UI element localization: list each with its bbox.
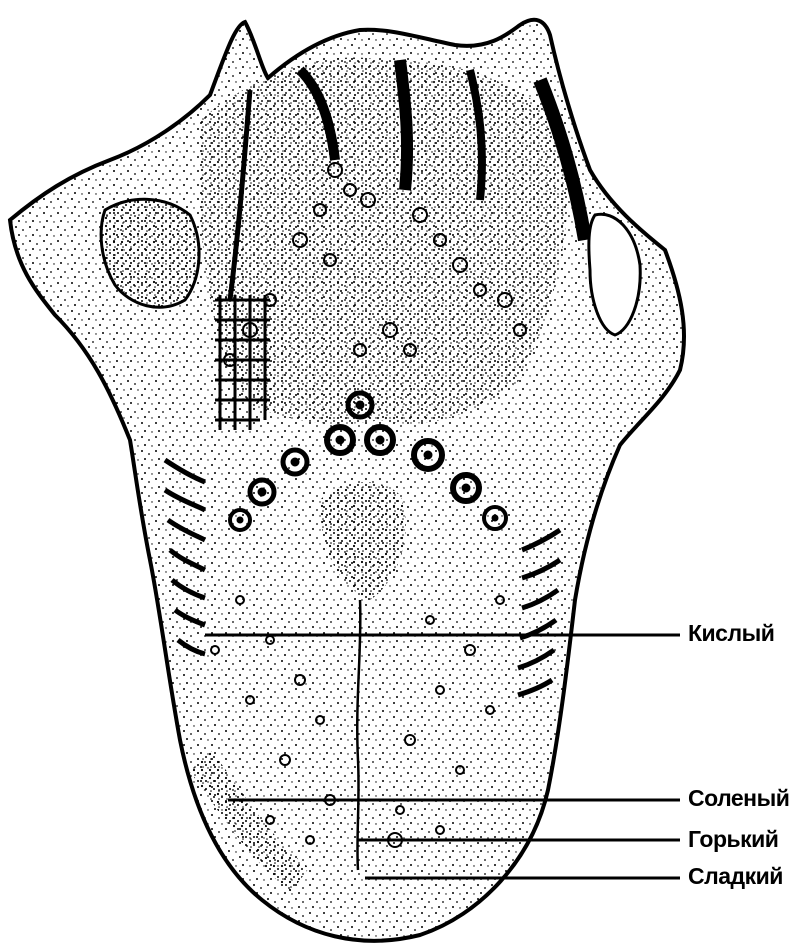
label-salty: Соленый — [688, 785, 789, 812]
label-sour: Кислый — [688, 620, 774, 647]
label-bitter: Горький — [688, 826, 778, 853]
label-sweet: Сладкий — [688, 863, 783, 890]
tongue-root-texture — [199, 58, 568, 424]
